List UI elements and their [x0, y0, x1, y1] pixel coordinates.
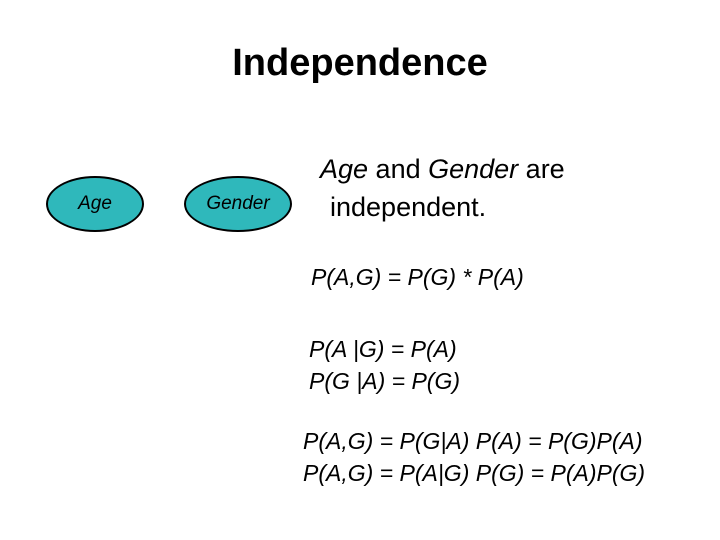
statement-are: are: [518, 154, 565, 184]
statement-term-age: Age: [320, 154, 369, 184]
age-node: Age: [46, 176, 144, 232]
conditional-a-formula: P(A |G) = P(A): [309, 336, 457, 362]
slide-title: Independence: [232, 42, 488, 84]
gender-node: Gender: [184, 176, 292, 232]
statement-and: and: [368, 154, 429, 184]
statement-line-2: independent.: [330, 192, 487, 222]
conditional-g-formula: P(G |A) = P(G): [309, 368, 461, 394]
statement-term-gender: Gender: [428, 154, 519, 184]
independence-statement: Age and Gender are independent.: [320, 150, 565, 226]
joint-product-formula: P(A,G) = P(G) * P(A): [311, 264, 524, 290]
chain-rule-a-formula: P(A,G) = P(A|G) P(G) = P(A)P(G): [303, 460, 646, 486]
chain-rule-g-formula: P(A,G) = P(G|A) P(A) = P(G)P(A): [303, 428, 643, 454]
